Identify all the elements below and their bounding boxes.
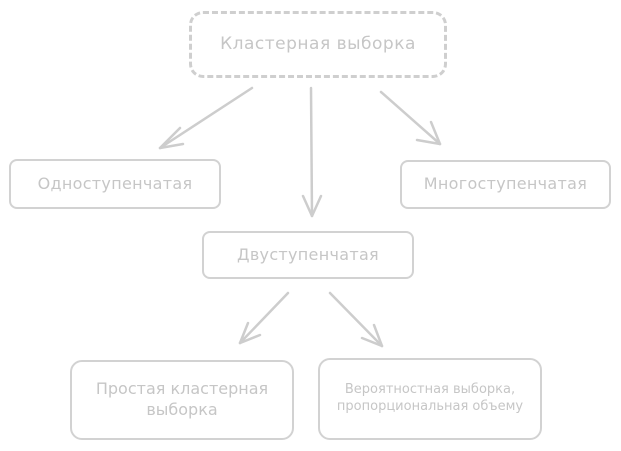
node-multi-stage: Многоступенчатая — [400, 160, 611, 209]
node-label: Простая кластерная выборка — [95, 379, 269, 419]
node-label: Одноступенчатая — [37, 173, 193, 193]
node-simple-cluster-sampling: Простая кластерная выборка — [70, 360, 294, 440]
node-pps-sampling: Вероятностная выборка, пропорциональная … — [318, 358, 542, 440]
edge-root-single — [158, 86, 254, 150]
node-label: Кластерная выборка — [220, 34, 416, 55]
node-single-stage: Одноступенчатая — [9, 159, 221, 209]
edge-root-two — [301, 86, 323, 218]
node-label: Вероятностная выборка, пропорциональная … — [336, 382, 524, 414]
edge-two-simple — [238, 291, 290, 345]
node-two-stage: Двуступенчатая — [202, 231, 414, 279]
edge-root-multi — [379, 90, 442, 146]
node-cluster-sampling: Кластерная выборка — [189, 11, 447, 78]
node-label: Двуступенчатая — [237, 244, 379, 264]
node-label: Многоступенчатая — [423, 174, 588, 194]
edge-two-prob — [328, 291, 384, 348]
